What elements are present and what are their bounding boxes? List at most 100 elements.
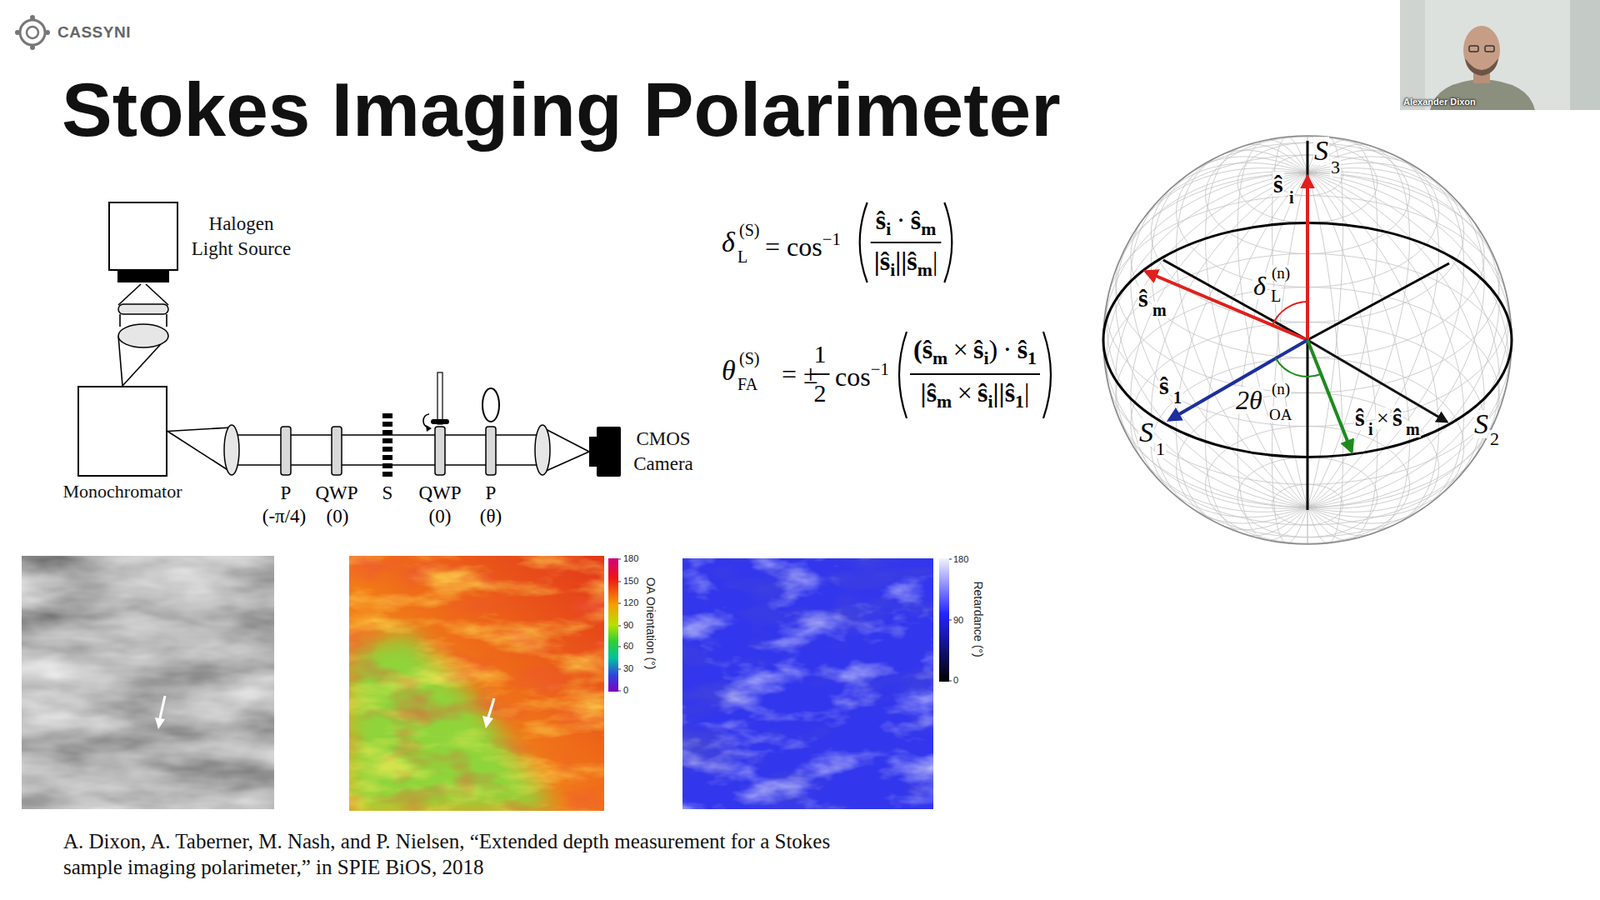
- equation-group: (ŝm×ŝi)·ŝ1: [913, 335, 1037, 369]
- retardance-colorbar: [949, 559, 952, 681]
- orientation-map: [349, 555, 605, 811]
- axis-label: S: [1313, 136, 1330, 165]
- component-label: CMOS Camera: [621, 426, 705, 477]
- orientation-map: [488, 698, 495, 718]
- element-parameter: (-π/4): [262, 506, 306, 526]
- element-label: QWP: [315, 483, 358, 503]
- poincare-sphere: [1275, 358, 1322, 377]
- colorbar-tick: 150: [623, 576, 639, 586]
- equation-term: ×: [957, 377, 973, 408]
- presenter-name: Alexander Dixon: [1403, 97, 1476, 107]
- optical-setup: [382, 413, 393, 419]
- parenthesis: [899, 331, 907, 419]
- optical-setup: [382, 471, 393, 477]
- retardance-map: [682, 558, 934, 810]
- equation-term: m: [936, 391, 952, 412]
- logo-icon: [15, 15, 50, 50]
- equation-group: |ŝm×ŝi||ŝ1|: [920, 379, 1030, 412]
- colorbar-tick: 0: [623, 685, 629, 695]
- element-label: P: [280, 483, 292, 503]
- component-label: Monochromator: [63, 481, 183, 502]
- equation-symbol: θ: [721, 356, 736, 385]
- webcam-thumbnail: [1400, 0, 1600, 110]
- equation-term: ŝ: [910, 205, 921, 235]
- orientation-map: [349, 555, 605, 811]
- retardance-colorbar: [939, 558, 952, 682]
- optical-setup: [118, 324, 169, 348]
- equation-term: ×: [953, 334, 969, 365]
- colorbar-tick: 90: [623, 620, 634, 630]
- lamp-bulb-bar: [117, 270, 170, 283]
- axis-label: 3: [1330, 158, 1341, 177]
- equation-term: ŝ: [977, 377, 988, 408]
- equation-term: ŝ: [973, 334, 984, 365]
- equation-subscript: L: [737, 248, 748, 265]
- poincare-sphere: [1103, 135, 1512, 545]
- monochromator-box: Monochromator: [77, 385, 168, 477]
- lamp-housing: [108, 201, 179, 271]
- orientation-colorbar: [608, 558, 621, 692]
- logo-icon: [30, 45, 35, 50]
- optical-setup: [280, 426, 291, 475]
- optical-setup: [224, 425, 240, 475]
- vector-label: ×: [1375, 407, 1390, 430]
- poincare-sphere: [1145, 271, 1308, 340]
- logo-text: CASSYNI: [57, 24, 131, 40]
- element-label: P: [485, 483, 497, 503]
- vector-label: i: [1288, 189, 1295, 206]
- equation-term: 1: [814, 340, 827, 368]
- sphere-parallel: [1130, 155, 1485, 358]
- vector-label: m: [1405, 420, 1421, 438]
- optical-setup: [118, 304, 550, 477]
- vector-label: ŝ: [1137, 285, 1150, 311]
- sphere-grid: [1103, 135, 1512, 545]
- orientation-map: [482, 715, 494, 729]
- equation-term: 2: [814, 379, 827, 407]
- optical-setup: [382, 430, 393, 435]
- axis-label: S: [1473, 410, 1490, 439]
- component-label: Halogen Light Source: [188, 211, 295, 262]
- element-label: S: [382, 483, 394, 503]
- poincare-sphere: [1305, 176, 1310, 340]
- poincare-sphere: [1307, 340, 1352, 452]
- equation-group: 2: [814, 380, 827, 406]
- equation-group: ŝi·ŝm: [875, 206, 937, 240]
- equation-group: = ±: [781, 360, 819, 388]
- colorbar-tick: 0: [953, 675, 959, 685]
- grayscale-image: [21, 555, 275, 810]
- orientation-colorbar: [608, 558, 619, 692]
- optical-setup: [382, 455, 393, 460]
- poincare-sphere: [1103, 135, 1512, 545]
- optical-setup: [331, 426, 342, 475]
- optical-setup: [485, 426, 496, 475]
- equation-term: = cos: [765, 231, 823, 262]
- webcam-thumbnail: [1469, 45, 1479, 52]
- equation-group: = cos−1: [765, 230, 841, 260]
- camera-body: [596, 426, 621, 477]
- equation-term: ): [989, 334, 999, 365]
- equation-term: i: [988, 391, 994, 412]
- retardance-map: [682, 558, 934, 810]
- equation-group: |ŝi||ŝm|: [874, 247, 939, 280]
- poincare-sphere: [1307, 263, 1450, 340]
- retardance-map: [682, 558, 934, 810]
- webcam-thumbnail: [1465, 58, 1499, 76]
- angle-label: L: [1270, 287, 1282, 305]
- poincare-sphere: [1306, 140, 1310, 510]
- axis-label: 2: [1489, 430, 1500, 449]
- equation-superscript: (S): [739, 350, 760, 367]
- equation-term: |: [1024, 377, 1030, 408]
- angle-label: OA: [1268, 406, 1293, 423]
- equation-term: m: [920, 219, 936, 240]
- equation-term: cos: [835, 361, 871, 392]
- element-parameter: (0): [429, 506, 452, 526]
- equation-term: m: [932, 348, 948, 369]
- logo-icon: [30, 15, 35, 20]
- optical-setup: [437, 372, 443, 425]
- equation-superscript: (S): [739, 221, 760, 239]
- equation-group: cos−1: [835, 360, 890, 390]
- webcam-thumbnail: [1570, 0, 1600, 110]
- equation-term: i: [984, 348, 990, 369]
- optical-setup: [382, 421, 393, 427]
